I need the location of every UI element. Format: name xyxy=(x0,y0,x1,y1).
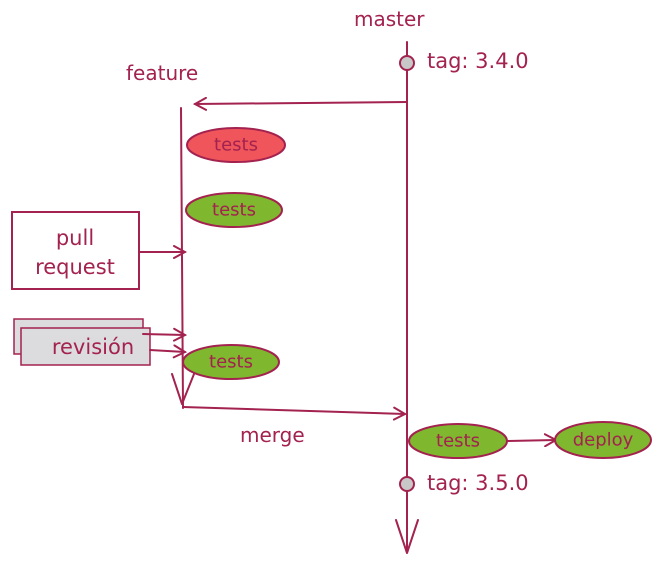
revision-arrow-1 xyxy=(142,334,185,335)
tag-label-second: tag: 3.5.0 xyxy=(427,471,529,495)
deploy-node xyxy=(554,421,652,459)
tests-failed-label: tests xyxy=(214,135,258,156)
tests-master-label: tests xyxy=(436,431,480,452)
tag-dot-first xyxy=(399,55,415,71)
feature-arrowhead xyxy=(171,373,195,405)
pull-request-box xyxy=(11,211,140,290)
revision-box-front xyxy=(20,327,151,366)
tests-failed-node xyxy=(186,127,286,163)
deploy-label: deploy xyxy=(573,430,634,451)
tests-pass-label-1: tests xyxy=(212,200,256,221)
pull-request-label-line1: pull xyxy=(56,226,94,250)
master-arrowhead xyxy=(395,519,419,554)
tag-label-first: tag: 3.4.0 xyxy=(427,49,529,73)
tests-pass-label-2: tests xyxy=(209,352,253,373)
master-label: master xyxy=(354,7,425,31)
merge-arrow xyxy=(182,406,405,414)
branch-off-arrow xyxy=(195,102,408,104)
tests-pass-node-1 xyxy=(185,192,283,228)
feature-label: feature xyxy=(126,61,198,85)
pull-request-label-line2: request xyxy=(35,255,115,279)
merge-label: merge xyxy=(240,423,305,447)
revision-label: revisión xyxy=(52,335,134,359)
tag-dot-second xyxy=(399,476,415,492)
revision-arrow-2 xyxy=(149,350,185,352)
deploy-arrow xyxy=(507,440,556,441)
tests-pass-node-2 xyxy=(182,344,280,380)
